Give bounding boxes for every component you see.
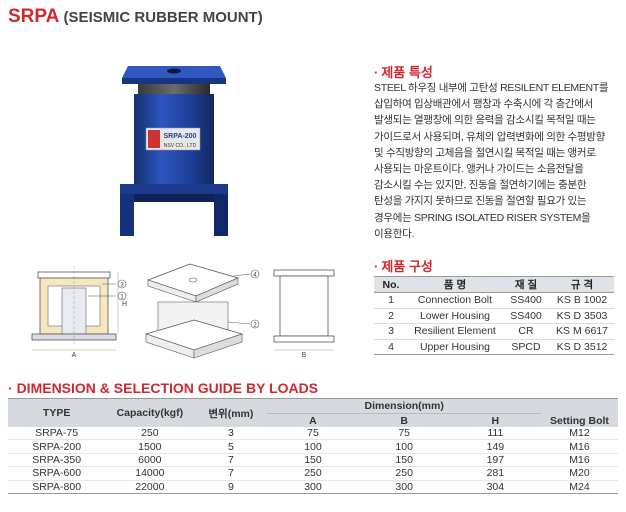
parts-header-row: No. 품 명 재 질 규 격: [374, 276, 614, 293]
dim-label-h: H: [122, 301, 127, 308]
parts-col-material: 재 질: [502, 276, 550, 293]
parts-col-spec: 규 격: [550, 276, 614, 293]
title-main: SRPA: [8, 6, 60, 27]
dim-col-b: B: [358, 413, 450, 427]
bullet-icon: ·: [8, 380, 13, 396]
bullet-icon: ·: [374, 259, 379, 274]
photo-maker-label: NSV CO., LTD: [164, 143, 197, 149]
dim-header-row: TYPE Capacity(kgf) 변위(mm) Dimension(mm) …: [8, 398, 618, 427]
callout-4: 4: [253, 273, 257, 279]
parts-col-no: No.: [374, 276, 408, 293]
side-drawing: B: [273, 269, 335, 359]
parts-heading-text: 제품 구성: [381, 259, 433, 274]
features-text: STEEL 하우징 내부에 고탄성 RESILENT ELEMENT를 삽입하여…: [374, 82, 609, 240]
dimension-heading-text: DIMENSION & SELECTION GUIDE BY LOADS: [16, 380, 319, 396]
dim-col-disp: 변위(mm): [194, 398, 268, 427]
dim-col-dimension: Dimension(mm): [267, 398, 541, 414]
callout-3: 3: [120, 283, 124, 289]
features-heading: ·제품 특성: [374, 62, 433, 81]
callout-1: 1: [120, 295, 124, 301]
dim-col-a: A: [267, 413, 359, 427]
dim-col-h: H: [449, 413, 541, 427]
parts-col-name: 품 명: [408, 276, 502, 293]
parts-heading: ·제품 구성: [374, 256, 433, 275]
dimension-table: TYPE Capacity(kgf) 변위(mm) Dimension(mm) …: [8, 398, 618, 494]
title-sub: (SEISMIC RUBBER MOUNT): [59, 9, 263, 26]
dim-col-capacity: Capacity(kgf): [105, 398, 195, 427]
dim-subheader-row: A B H: [8, 413, 618, 427]
dim-col-bolt: Setting Bolt: [540, 398, 618, 427]
dim-label-a: A: [72, 352, 77, 359]
photo-model-label: SRPA-200: [164, 133, 197, 140]
dim-label-b: B: [302, 352, 307, 359]
page-title: SRPA (SEISMIC RUBBER MOUNT): [8, 6, 263, 28]
callout-2: 2: [253, 323, 257, 329]
isometric-drawing: 4 2: [144, 263, 260, 359]
section-drawing: A H 3 1: [31, 266, 127, 359]
features-heading-text: 제품 특성: [381, 65, 433, 80]
dim-col-type: TYPE: [8, 398, 106, 427]
dimension-heading: · DIMENSION & SELECTION GUIDE BY LOADS: [8, 380, 318, 396]
product-photo: SRPA-200 NSV CO., LTD: [120, 66, 228, 236]
technical-drawings: A H 3 1 4 2 B: [31, 263, 335, 359]
bullet-icon: ·: [374, 65, 379, 80]
